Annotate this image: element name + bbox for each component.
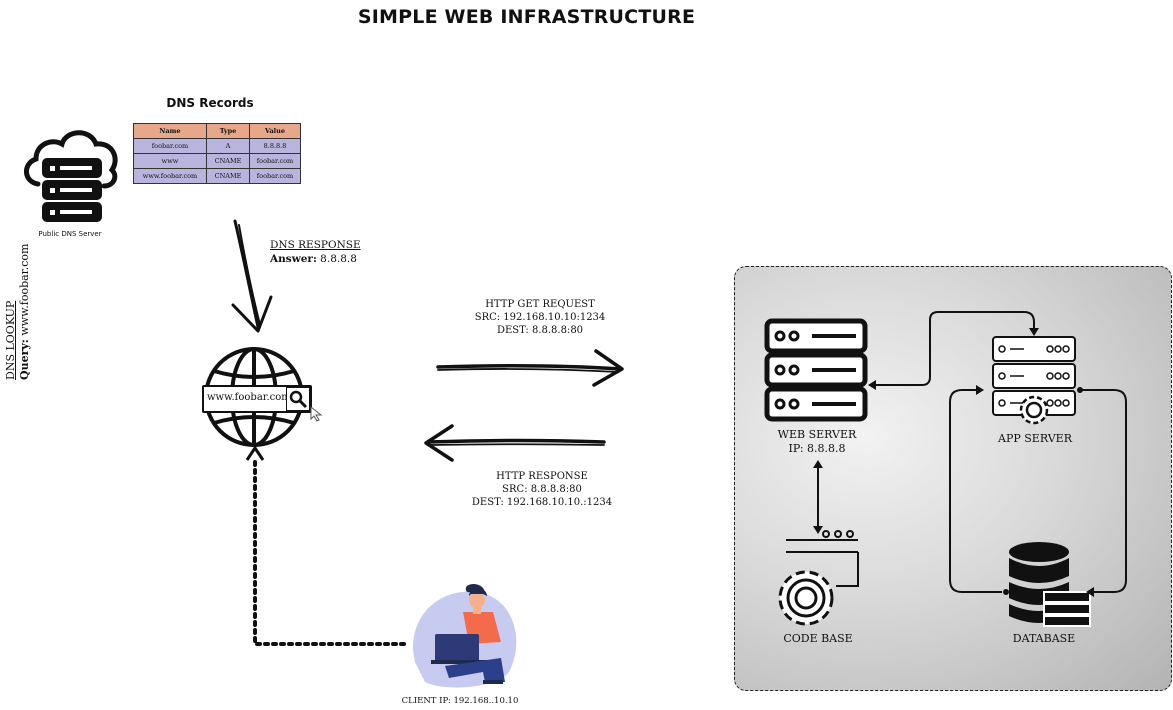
- dns-records-title: DNS Records: [166, 96, 254, 110]
- dns-response-block: DNS RESPONSE Answer: 8.8.8.8: [270, 238, 361, 266]
- app-server-label: APP SERVER: [998, 432, 1072, 445]
- dns-server-label: Public DNS Server: [38, 230, 102, 238]
- code-base-label: CODE BASE: [783, 632, 853, 645]
- dns-cell-value: foobar.com: [249, 153, 301, 169]
- http-response-block: HTTP RESPONSE SRC: 8.8.8.8:80 DEST: 192.…: [460, 470, 624, 509]
- dns-cell-value: foobar.com: [249, 168, 301, 184]
- dns-cell-type: CNAME: [206, 153, 250, 169]
- http-response-dest: DEST: 192.168.10.10.:1234: [471, 497, 613, 508]
- dns-query-value: www.foobar.com: [18, 243, 31, 336]
- http-request-title: HTTP GET REQUEST: [485, 299, 595, 310]
- dns-cell-type: CNAME: [206, 168, 250, 184]
- table-row: www.foobar.com CNAME foobar.com: [133, 168, 301, 184]
- dns-col-type: Type: [206, 123, 250, 139]
- cursor-icon: [310, 405, 323, 422]
- dns-col-name: Name: [133, 123, 207, 139]
- dns-cell-name: www.foobar.com: [133, 168, 207, 184]
- dns-cell-value: 8.8.8.8: [249, 138, 301, 154]
- http-request-src: SRC: 192.168.10.10:1234: [474, 312, 606, 323]
- response-arrow: [424, 424, 606, 462]
- code-base-icon: [778, 530, 859, 626]
- database-label: DATABASE: [1012, 632, 1076, 645]
- web-server-icon: [764, 318, 868, 422]
- dns-lookup-title: DNS LOOKUP: [4, 300, 17, 380]
- search-icon[interactable]: [286, 387, 310, 411]
- dns-col-value: Value: [249, 123, 301, 139]
- url-text: www.foobar.com: [207, 392, 291, 403]
- dns-down-arrow: [231, 219, 273, 333]
- client-ip-label: CLIENT IP: 192.168..10.10: [401, 696, 519, 706]
- app-server-icon: [992, 336, 1076, 425]
- dns-cell-type: A: [206, 138, 250, 154]
- cloud-server-icon: [24, 130, 118, 222]
- request-arrow: [436, 349, 624, 387]
- dns-response-title: DNS RESPONSE: [270, 239, 361, 251]
- client-request-path: [245, 446, 407, 646]
- dns-answer-label: Answer:: [270, 253, 317, 265]
- table-row: www CNAME foobar.com: [133, 153, 301, 169]
- dns-answer-value: 8.8.8.8: [320, 253, 357, 265]
- dns-lookup-block: DNS LOOKUP Query: www.foobar.com: [4, 244, 54, 390]
- web-server-ip: IP: 8.8.8.8: [788, 442, 846, 455]
- database-icon: [1009, 542, 1091, 627]
- http-response-src: SRC: 8.8.8.8:80: [502, 484, 582, 495]
- client-user-icon: [413, 584, 517, 688]
- infrastructure-connectors: [813, 311, 1127, 597]
- http-request-block: HTTP GET REQUEST SRC: 192.168.10.10:1234…: [460, 298, 620, 337]
- page-title: SIMPLE WEB INFRASTRUCTURE: [357, 6, 696, 28]
- search-bar[interactable]: www.foobar.com: [202, 385, 312, 413]
- web-server-label: WEB SERVER: [777, 428, 857, 441]
- dns-query-label: Query:: [18, 339, 31, 380]
- dns-cell-name: foobar.com: [133, 138, 207, 154]
- table-row: foobar.com A 8.8.8.8: [133, 138, 301, 154]
- dns-table-header-row: Name Type Value: [133, 123, 301, 139]
- http-response-title: HTTP RESPONSE: [496, 471, 588, 482]
- http-request-dest: DEST: 8.8.8.8:80: [496, 325, 584, 336]
- dns-cell-name: www: [133, 153, 207, 169]
- dns-records-table: Name Type Value foobar.com A 8.8.8.8 www…: [133, 123, 301, 184]
